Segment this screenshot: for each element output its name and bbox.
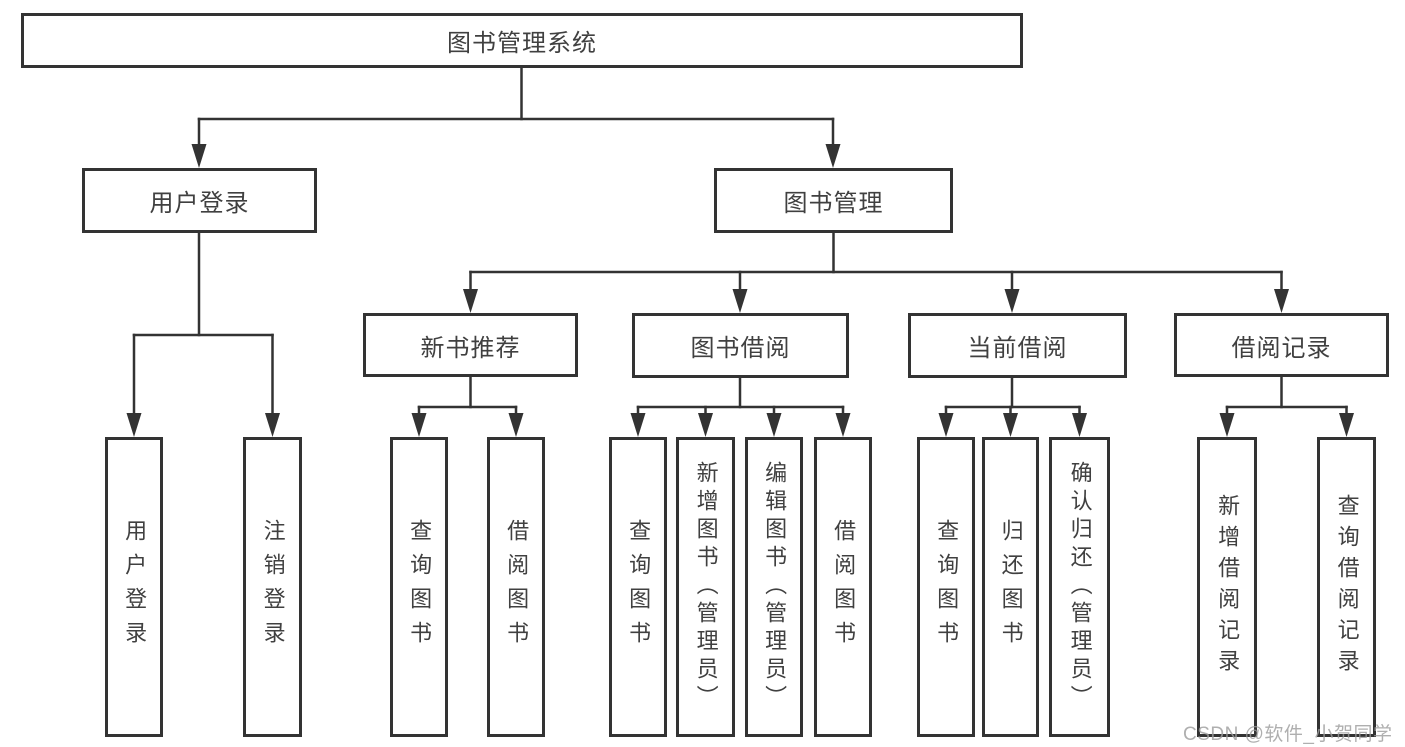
leaf-add-books-admin: 新增图书（管理员） — [676, 437, 735, 737]
node-user-login: 用户登录 — [82, 168, 317, 233]
edges-current-borrow — [944, 375, 1081, 417]
leaf-user-login: 用户登录 — [105, 437, 163, 737]
node-book-management: 图书管理 — [714, 168, 953, 233]
leaf-borrow-books-recommend: 借阅图书 — [487, 437, 545, 737]
edges-root — [197, 66, 835, 148]
leaf-label: 用户登录 — [122, 519, 148, 655]
leaf-query-books-borrow: 查询图书 — [609, 437, 667, 737]
leaf-add-borrow-record: 新增借阅记录 — [1197, 437, 1257, 737]
leaf-return-books: 归还图书 — [982, 437, 1039, 737]
node-current-borrow: 当前借阅 — [908, 313, 1127, 378]
leaf-edit-books-admin: 编辑图书（管理员） — [745, 437, 803, 737]
edges-book-borrow — [636, 375, 845, 417]
leaf-label: 确认归还（管理员） — [1067, 461, 1093, 713]
leaf-label: 查询借阅记录 — [1334, 494, 1360, 680]
leaf-label: 新增图书（管理员） — [693, 461, 719, 713]
node-new-book-recommend: 新书推荐 — [363, 313, 578, 377]
leaf-query-books-current: 查询图书 — [917, 437, 975, 737]
node-borrow-records-label: 借阅记录 — [1231, 334, 1332, 362]
leaf-label: 注销登录 — [260, 519, 286, 655]
leaf-label: 查询图书 — [934, 519, 960, 655]
edges-book-management — [469, 231, 1283, 293]
leaf-label: 新增借阅记录 — [1215, 494, 1241, 680]
edges-new-book-recommend — [417, 375, 518, 417]
leaf-label: 归还图书 — [998, 519, 1024, 655]
node-book-borrow-label: 图书借阅 — [690, 335, 791, 362]
node-book-management-label: 图书管理 — [783, 190, 884, 217]
node-borrow-records: 借阅记录 — [1174, 313, 1389, 377]
node-root-label: 图书管理系统 — [447, 30, 597, 57]
leaf-query-borrow-record: 查询借阅记录 — [1317, 437, 1376, 737]
edges-borrow-records — [1225, 375, 1348, 417]
leaf-label: 查询图书 — [626, 519, 652, 655]
leaf-borrow-books: 借阅图书 — [814, 437, 872, 737]
leaf-query-books-recommend: 查询图书 — [390, 437, 448, 737]
leaf-label: 借阅图书 — [504, 519, 530, 655]
csdn-watermark: CSDN @软件_小贺同学 — [1183, 724, 1393, 745]
leaf-logout: 注销登录 — [243, 437, 302, 737]
node-current-borrow-label: 当前借阅 — [967, 335, 1068, 362]
leaf-label: 借阅图书 — [831, 519, 857, 655]
leaf-confirm-return-admin: 确认归还（管理员） — [1049, 437, 1110, 737]
edges-user-login — [132, 231, 274, 417]
leaf-label: 查询图书 — [407, 519, 433, 655]
leaf-label: 编辑图书（管理员） — [762, 461, 788, 713]
node-user-login-label: 用户登录 — [149, 190, 250, 217]
node-root: 图书管理系统 — [21, 13, 1023, 68]
node-book-borrow: 图书借阅 — [632, 313, 849, 378]
node-new-book-recommend-label: 新书推荐 — [420, 334, 521, 362]
